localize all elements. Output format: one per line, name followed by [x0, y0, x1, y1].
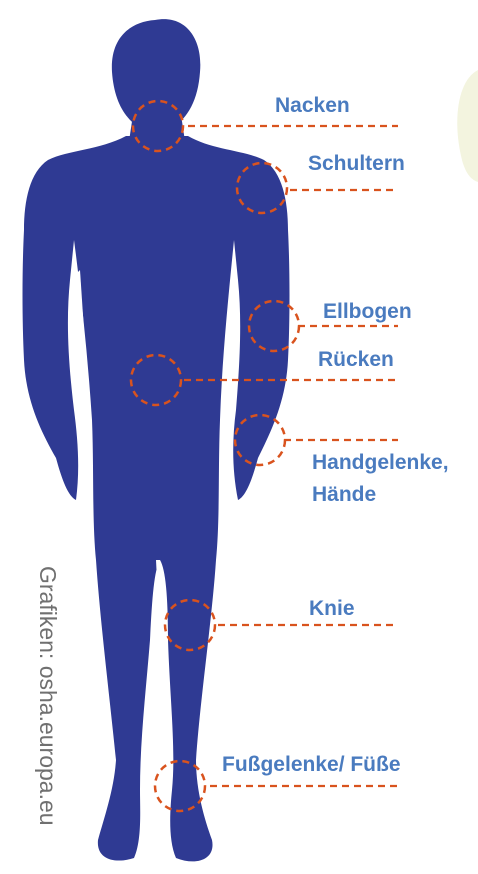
label-schultern: Schultern	[308, 153, 405, 174]
label-handgelenke: Handgelenke,	[312, 452, 449, 473]
background-ghost-shape	[457, 70, 478, 182]
label-nacken: Nacken	[275, 95, 350, 116]
label-ellbogen: Ellbogen	[323, 301, 412, 322]
source-credit: Grafiken: osha.europa.eu	[34, 566, 61, 826]
human-silhouette	[23, 19, 290, 861]
label-fussgelenke: Fußgelenke/ Füße	[222, 754, 401, 775]
label-knie: Knie	[309, 598, 355, 619]
label-haende: Hände	[312, 484, 376, 505]
label-ruecken: Rücken	[318, 349, 394, 370]
